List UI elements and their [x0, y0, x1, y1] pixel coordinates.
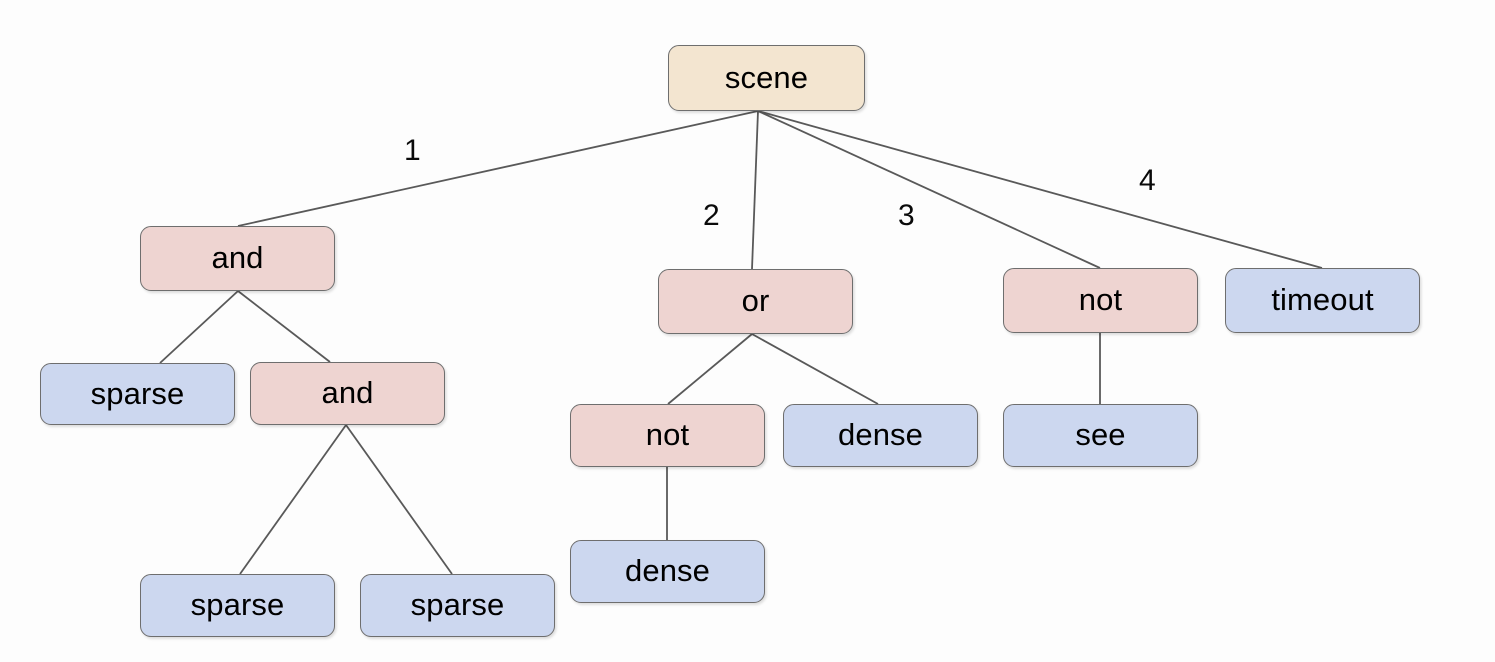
edge-or1-to-not2	[667, 333, 753, 405]
node-sparse3[interactable]: sparse	[360, 574, 555, 637]
edge-label-2: 2	[703, 199, 720, 232]
node-label: scene	[724, 59, 809, 95]
node-label: timeout	[1271, 282, 1374, 317]
edge-label-3: 3	[898, 199, 915, 232]
edge-and1-to-sparse1	[159, 290, 239, 364]
node-label: dense	[625, 553, 710, 588]
node-label: dense	[838, 417, 923, 452]
node-dense2[interactable]: dense	[570, 540, 765, 603]
node-and1[interactable]: and	[140, 226, 335, 291]
node-label: not	[1078, 282, 1123, 317]
node-label: sparse	[410, 587, 505, 622]
node-not1[interactable]: not	[1003, 268, 1198, 333]
node-and2[interactable]: and	[250, 362, 445, 425]
node-label: see	[1075, 417, 1126, 452]
edge-and2-to-sparse3	[345, 424, 453, 575]
node-label: sparse	[190, 587, 285, 622]
edge-and1-to-and2	[237, 290, 331, 363]
node-label: and	[321, 375, 374, 410]
edge-label-4: 4	[1139, 164, 1156, 197]
edge-and2-to-sparse2	[239, 424, 347, 575]
node-not2[interactable]: not	[570, 404, 765, 467]
edge-or1-to-dense1	[751, 333, 879, 405]
node-label: not	[645, 417, 690, 452]
edge-scene-to-and1	[237, 110, 759, 227]
edge-scene-to-not1	[757, 110, 1101, 269]
node-sparse2[interactable]: sparse	[140, 574, 335, 637]
node-label: and	[211, 240, 264, 275]
node-dense1[interactable]: dense	[783, 404, 978, 467]
edge-label-1: 1	[404, 134, 421, 167]
node-see1[interactable]: see	[1003, 404, 1198, 467]
node-label: or	[741, 283, 770, 318]
node-sparse1[interactable]: sparse	[40, 363, 235, 425]
edge-scene-to-or1	[751, 110, 759, 270]
node-timeout1[interactable]: timeout	[1225, 268, 1420, 333]
node-or1[interactable]: or	[658, 269, 853, 334]
node-scene[interactable]: scene	[668, 45, 865, 111]
node-label: sparse	[90, 375, 185, 411]
edge-scene-to-timeout1	[757, 110, 1323, 269]
